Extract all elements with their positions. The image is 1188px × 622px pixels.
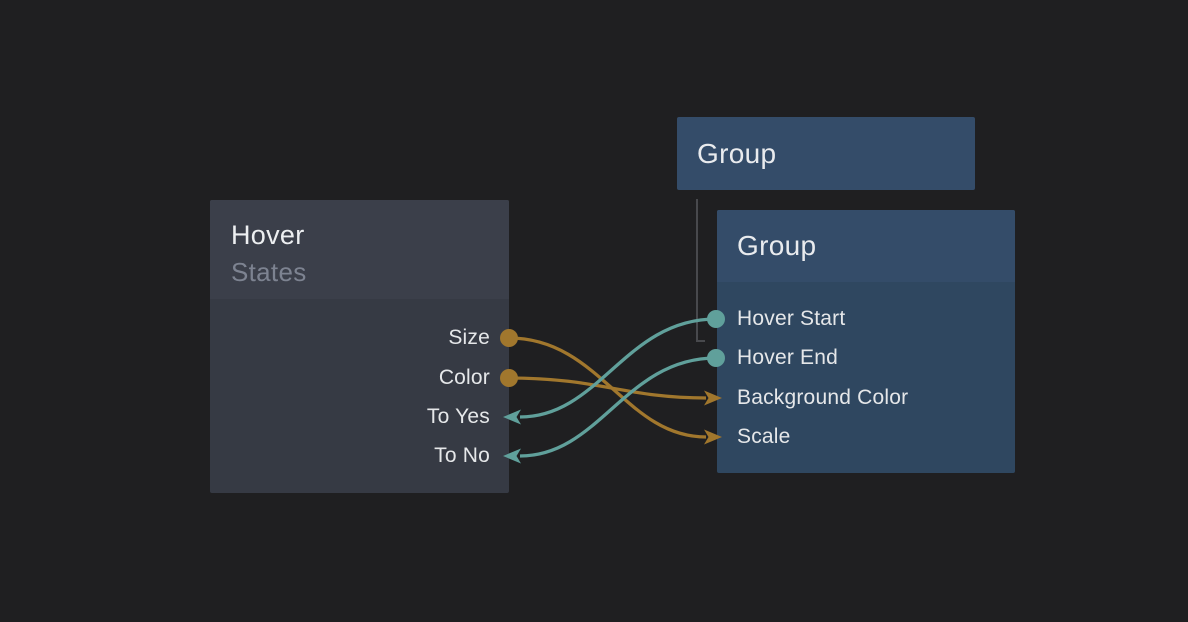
port-to-no-input[interactable]: To No (434, 441, 490, 471)
node-group-collapsed[interactable]: Group (677, 117, 975, 190)
port-to-yes-input[interactable]: To Yes (427, 402, 490, 432)
port-label: Color (438, 366, 490, 389)
node-title: Group (737, 230, 817, 261)
port-color-output[interactable]: Color (439, 363, 490, 393)
wire-hover-start-to-to-yes[interactable] (519, 317, 717, 419)
port-scale-input[interactable]: Scale (737, 422, 791, 452)
wire-color-to-background-color[interactable] (508, 376, 707, 400)
node-group-header[interactable]: Group (717, 210, 1015, 282)
wire-size-to-scale[interactable] (508, 336, 707, 439)
node-hover-header[interactable]: Hover States (210, 200, 509, 299)
node-group[interactable]: Group Hover Start Hover End Background C… (717, 210, 1015, 473)
port-label: Background Color (737, 386, 909, 409)
port-background-color-input[interactable]: Background Color (737, 383, 908, 413)
port-hover-start-output[interactable]: Hover Start (737, 304, 845, 334)
port-label: Size (448, 326, 490, 349)
node-title: Hover (231, 220, 305, 250)
hierarchy-connector-line (696, 199, 705, 342)
node-hover-states[interactable]: Hover States Size Color To Yes To No (210, 200, 509, 493)
node-title: Group (697, 137, 777, 169)
node-subtitle: States (231, 257, 307, 287)
port-label: Scale (737, 425, 791, 448)
port-label: Hover Start (737, 307, 846, 330)
port-hover-end-output[interactable]: Hover End (737, 343, 838, 373)
port-label: To Yes (426, 405, 490, 428)
port-label: Hover End (737, 346, 839, 369)
wire-hover-end-to-to-no[interactable] (519, 356, 717, 458)
port-size-output[interactable]: Size (448, 323, 490, 353)
port-label: To No (434, 444, 490, 467)
